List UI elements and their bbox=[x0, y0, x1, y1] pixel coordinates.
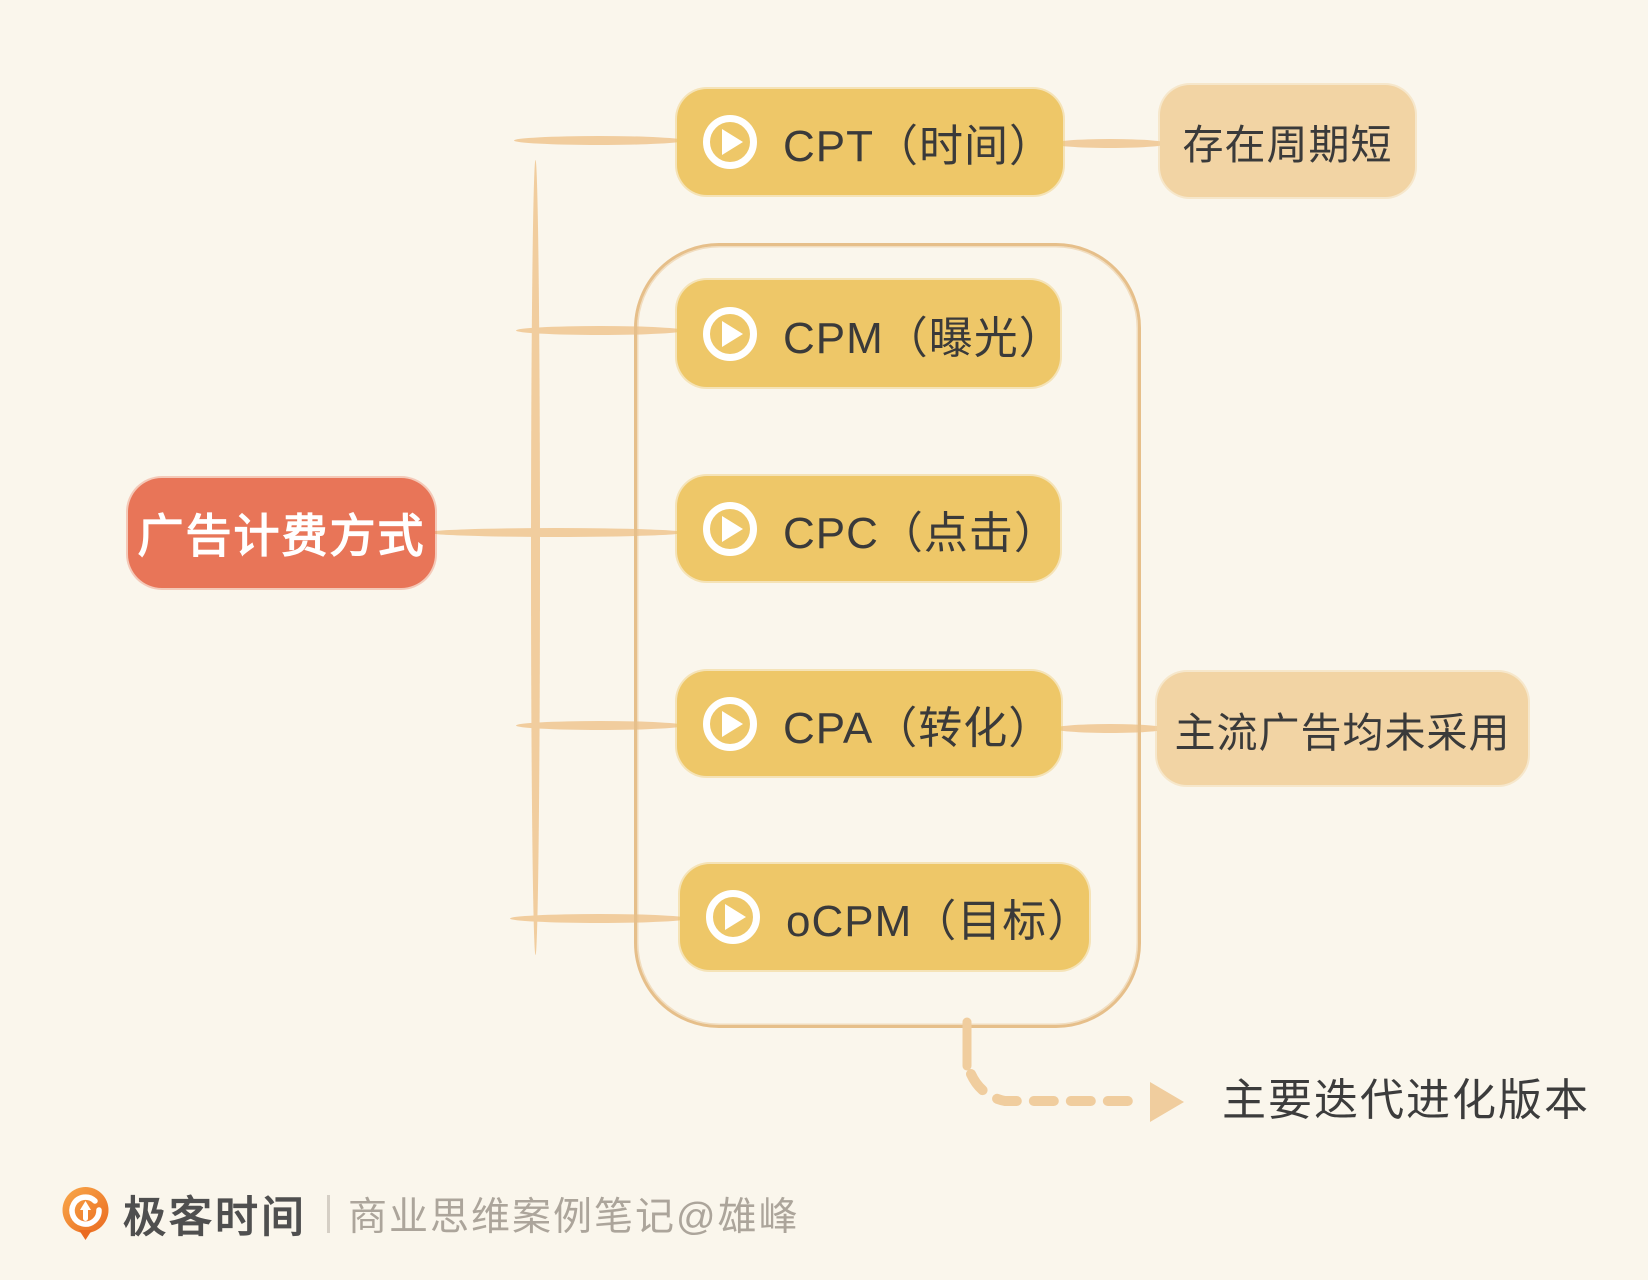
node-label: CPA（转化） bbox=[783, 703, 1054, 753]
play-icon[interactable] bbox=[703, 696, 757, 751]
node-ocpm[interactable]: oCPM（目标） bbox=[680, 864, 1093, 970]
play-icon[interactable] bbox=[703, 501, 757, 556]
branch-line-cpt bbox=[514, 136, 684, 145]
root-node-label: 广告计费方式 bbox=[137, 510, 426, 562]
brand-name: 极客时间 bbox=[123, 1194, 307, 1242]
connector-cpt-annotation bbox=[1052, 139, 1168, 148]
node-cpa[interactable]: CPA（转化） bbox=[677, 671, 1061, 776]
footer-divider bbox=[327, 1195, 330, 1233]
play-icon[interactable] bbox=[703, 306, 757, 361]
node-label: oCPM（目标） bbox=[786, 897, 1093, 946]
arrow-dashes bbox=[966, 1069, 1146, 1106]
play-triangle bbox=[722, 710, 743, 737]
node-label: CPM（曝光） bbox=[783, 313, 1064, 363]
play-triangle bbox=[722, 320, 743, 347]
branch-line-root-to-cpc bbox=[428, 528, 684, 537]
iteration-arrow bbox=[962, 1017, 1184, 1122]
play-triangle bbox=[722, 129, 743, 155]
play-icon[interactable] bbox=[706, 890, 760, 944]
node-label: CPC（点击） bbox=[783, 508, 1059, 558]
branch-line-cpm bbox=[516, 326, 684, 335]
iteration-note-label: 主要迭代进化版本 bbox=[1222, 1076, 1590, 1125]
annotation-label: 存在周期短 bbox=[1182, 122, 1393, 168]
geektime-logo-icon bbox=[62, 1187, 109, 1240]
trunk-line bbox=[531, 160, 540, 955]
annotation-label: 主流广告均未采用 bbox=[1174, 709, 1511, 756]
iteration-group-outline bbox=[634, 243, 1141, 1028]
play-icon[interactable] bbox=[703, 115, 757, 169]
footer: 极客时间 商业思维案例笔记@雄峰 bbox=[62, 1183, 800, 1245]
annotation-cpa-note: 主流广告均未采用 bbox=[1157, 672, 1528, 785]
node-cpc[interactable]: CPC（点击） bbox=[677, 476, 1060, 581]
branch-line-ocpm bbox=[510, 914, 688, 923]
node-cpt[interactable]: CPT（时间） bbox=[677, 89, 1063, 195]
root-node[interactable]: 广告计费方式 bbox=[128, 478, 435, 588]
branch-line-cpa bbox=[516, 721, 684, 730]
connector-cpa-annotation bbox=[1054, 724, 1166, 733]
play-triangle bbox=[722, 515, 743, 542]
footer-credit: 商业思维案例笔记@雄峰 bbox=[348, 1196, 800, 1239]
node-cpm[interactable]: CPM（曝光） bbox=[677, 280, 1063, 387]
arrowhead-icon bbox=[1150, 1082, 1184, 1122]
node-label: CPT（时间） bbox=[783, 122, 1054, 171]
play-triangle bbox=[725, 904, 746, 930]
annotation-cpt-note: 存在周期短 bbox=[1160, 85, 1415, 197]
